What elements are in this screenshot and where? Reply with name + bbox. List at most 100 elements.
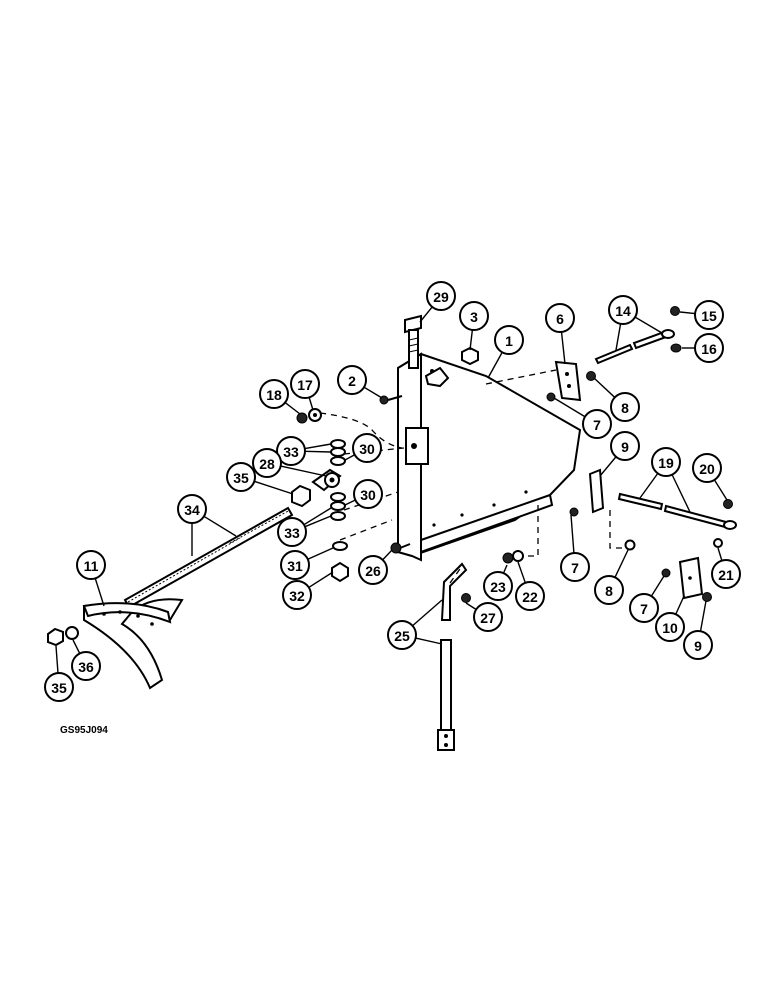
callout-6: 6 xyxy=(545,303,575,333)
callout-27: 27 xyxy=(473,602,503,632)
callout-label: 9 xyxy=(621,439,629,455)
leader-line-6 xyxy=(560,331,566,365)
callout-label: 31 xyxy=(287,558,303,574)
callout-35: 35 xyxy=(44,672,74,702)
bolt-20 xyxy=(723,499,733,509)
callout-label: 30 xyxy=(360,487,376,503)
leader-line-8 xyxy=(614,549,629,578)
leader-line-17 xyxy=(308,397,314,411)
callout-label: 7 xyxy=(640,601,648,617)
callout-22: 22 xyxy=(515,581,545,611)
callout-15: 15 xyxy=(694,300,724,330)
leader-line-14 xyxy=(634,316,663,334)
leader-line-33 xyxy=(303,507,332,526)
callout-23: 23 xyxy=(483,571,513,601)
callout-7: 7 xyxy=(629,593,659,623)
callout-label: 10 xyxy=(662,620,678,636)
leader-line-26 xyxy=(382,549,393,561)
bolt-29 xyxy=(404,314,422,369)
callout-label: 29 xyxy=(433,289,449,305)
nut-9-lower xyxy=(702,592,712,602)
callout-32: 32 xyxy=(282,580,312,610)
leader-line-33 xyxy=(304,450,332,453)
nut-35-upper xyxy=(291,484,311,508)
callout-16: 16 xyxy=(694,333,724,363)
callout-label: 7 xyxy=(593,417,601,433)
callout-label: 17 xyxy=(297,377,313,393)
callout-2: 2 xyxy=(337,365,367,395)
callout-label: 11 xyxy=(84,558,99,574)
nut-8-upper xyxy=(586,371,596,381)
leader-line-33 xyxy=(304,515,332,528)
callout-label: 22 xyxy=(522,589,538,605)
leader-line-18 xyxy=(284,401,301,415)
callout-1: 1 xyxy=(494,325,524,355)
callout-33: 33 xyxy=(277,517,307,547)
nut-22 xyxy=(512,550,524,562)
callout-label: 15 xyxy=(701,308,717,324)
leader-lines xyxy=(55,306,728,674)
link-bar-25 xyxy=(437,562,468,751)
nut-23 xyxy=(502,552,514,564)
bracket-9 xyxy=(588,468,605,514)
callout-label: 33 xyxy=(283,444,299,460)
callout-label: 8 xyxy=(621,400,629,416)
leader-line-11 xyxy=(94,578,105,607)
assembly-dash-lines xyxy=(319,369,624,584)
callout-31: 31 xyxy=(280,550,310,580)
leader-line-20 xyxy=(713,479,728,501)
callout-25: 25 xyxy=(387,620,417,650)
callout-3: 3 xyxy=(459,301,489,331)
threaded-rod-34 xyxy=(123,506,294,609)
callout-34: 34 xyxy=(177,494,207,524)
callout-28: 28 xyxy=(252,448,282,478)
callout-label: 1 xyxy=(505,333,513,349)
callout-label: 19 xyxy=(658,455,674,471)
leader-line-7 xyxy=(650,575,665,597)
callout-label: 8 xyxy=(605,583,613,599)
rod-end-28 xyxy=(311,468,342,492)
callout-18: 18 xyxy=(259,379,289,409)
callout-36: 36 xyxy=(71,651,101,681)
figure-code: GS95J094 xyxy=(60,725,108,736)
leader-line-9 xyxy=(699,600,707,632)
nut-18 xyxy=(296,412,308,424)
callout-7: 7 xyxy=(582,409,612,439)
leader-line-22 xyxy=(517,561,527,584)
plate-6 xyxy=(554,360,582,402)
callout-11: 11 xyxy=(76,550,106,580)
leader-line-31 xyxy=(307,547,334,560)
leader-line-32 xyxy=(308,571,334,589)
leader-line-19 xyxy=(671,474,691,513)
callout-20: 20 xyxy=(692,453,722,483)
callout-label: 30 xyxy=(359,441,375,457)
callout-label: 6 xyxy=(556,311,564,327)
callout-label: 32 xyxy=(289,588,305,604)
callout-8: 8 xyxy=(594,575,624,605)
leader-line-19 xyxy=(639,472,659,499)
screw-7-mid xyxy=(569,507,579,517)
callout-label: 21 xyxy=(718,567,734,583)
callout-label: 14 xyxy=(615,303,631,319)
callout-17: 17 xyxy=(290,369,320,399)
leader-line-7 xyxy=(553,397,586,418)
leader-line-14 xyxy=(615,323,622,351)
callout-29: 29 xyxy=(426,281,456,311)
leader-line-23 xyxy=(502,564,508,574)
callout-26: 26 xyxy=(358,555,388,585)
leader-line-3 xyxy=(469,329,474,351)
callout-label: 34 xyxy=(184,502,200,518)
callout-label: 18 xyxy=(266,387,282,403)
callout-30: 30 xyxy=(353,479,383,509)
leader-line-10 xyxy=(675,595,685,615)
nut-36 xyxy=(65,626,79,640)
leader-line-8 xyxy=(593,377,616,398)
nut-27 xyxy=(461,593,471,603)
nut-3 xyxy=(461,346,479,366)
callout-label: 16 xyxy=(701,341,717,357)
callout-33: 33 xyxy=(276,436,306,466)
callout-label: 28 xyxy=(259,456,275,472)
callout-7: 7 xyxy=(560,552,590,582)
callout-35: 35 xyxy=(226,462,256,492)
leader-line-25 xyxy=(415,637,443,645)
